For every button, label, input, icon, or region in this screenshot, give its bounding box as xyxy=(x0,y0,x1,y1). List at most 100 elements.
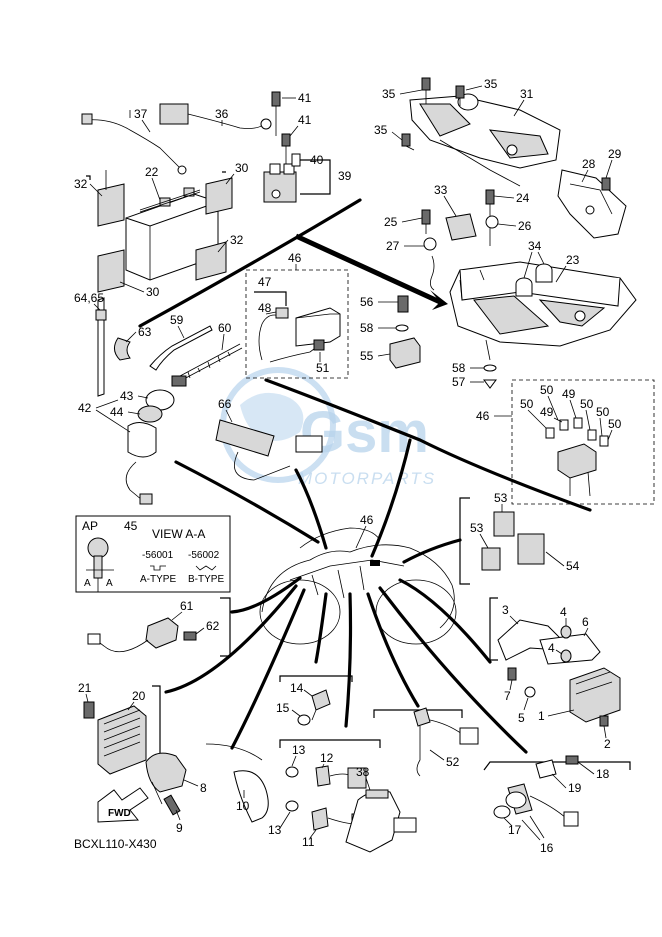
fwd-arrow-icon: FWD xyxy=(97,787,149,823)
callout-43: 43 xyxy=(120,389,134,403)
callout-21: 21 xyxy=(78,681,92,695)
battery-22 xyxy=(125,187,219,281)
callout-35-b: 35 xyxy=(484,77,498,91)
callout-30-b: 30 xyxy=(146,285,160,299)
callout-39: 39 xyxy=(338,169,352,183)
band-64 xyxy=(97,297,105,397)
callout-63: 63 xyxy=(138,325,152,339)
callout-37: 37 xyxy=(134,107,148,121)
sensors-11-12-group: 13 12 38 13 11 xyxy=(268,739,417,853)
callout-9: 9 xyxy=(176,821,183,835)
callout-64: 64,65 xyxy=(74,291,104,305)
bolt-9 xyxy=(163,794,181,816)
callout-25: 25 xyxy=(384,215,398,229)
nut-58-b xyxy=(483,364,497,372)
relay-53-a xyxy=(493,511,515,537)
callout-66: 66 xyxy=(218,397,232,411)
ecu-group: 3 4 6 4 7 5 1 2 xyxy=(489,597,621,751)
callout-50-b: 50 xyxy=(540,383,554,397)
sensor-16-group: 18 19 17 16 xyxy=(483,755,631,855)
callout-24: 24 xyxy=(516,191,530,205)
connector-66-group: 66 xyxy=(215,397,323,481)
watermark-brand: Gsm xyxy=(300,400,429,465)
collar-26 xyxy=(485,215,499,229)
view-letter-a1: A xyxy=(84,578,91,589)
callout-6: 6 xyxy=(582,615,589,629)
washer-13-a xyxy=(285,766,299,778)
coil-8 xyxy=(145,752,187,793)
callout-5: 5 xyxy=(518,711,525,725)
cap-51 xyxy=(313,339,325,351)
callout-58-a: 58 xyxy=(360,321,374,335)
sensor-52-group: 52 xyxy=(373,707,479,777)
callout-54: 54 xyxy=(566,559,580,573)
callout-13-b: 13 xyxy=(268,823,282,837)
callout-10: 10 xyxy=(236,799,250,813)
bracket-6 xyxy=(539,633,601,665)
main-switch-42 xyxy=(127,422,157,458)
callout-23: 23 xyxy=(566,253,580,267)
starter-relay-39 xyxy=(263,163,297,203)
pad-30-right xyxy=(205,177,233,215)
ecu-1 xyxy=(569,667,621,723)
bolt-25 xyxy=(421,209,431,225)
callout-48: 48 xyxy=(258,301,272,315)
plug-cap-10 xyxy=(233,770,269,823)
callout-27: 27 xyxy=(386,239,400,253)
callout-17: 17 xyxy=(508,823,522,837)
view-title: VIEW A-A xyxy=(152,527,205,541)
callout-4-a: 4 xyxy=(560,605,567,619)
callout-51: 51 xyxy=(316,361,330,375)
battery-box-group xyxy=(401,77,637,389)
callout-57: 57 xyxy=(452,375,466,389)
watermark: Gsm MOTORPARTS xyxy=(220,367,434,488)
bolt-24 xyxy=(485,189,495,205)
callout-45: 45 xyxy=(124,519,138,533)
washer-58-a xyxy=(395,324,409,332)
sensor-52 xyxy=(413,707,431,727)
switch-14-group: 14 15 xyxy=(276,675,353,726)
callout-34: 34 xyxy=(528,239,542,253)
callout-13-a: 13 xyxy=(292,743,306,757)
fuse-box-46 xyxy=(295,307,341,347)
callout-31: 31 xyxy=(520,87,534,101)
callout-40: 40 xyxy=(310,153,324,167)
callout-41-b: 41 xyxy=(298,113,312,127)
fuse-holder xyxy=(557,443,597,479)
sensor-12 xyxy=(315,765,331,787)
callout-1: 1 xyxy=(538,709,545,723)
key-view-box: AP 45 VIEW A-A A A -56001 -56002 A-TYPE … xyxy=(75,515,231,593)
callout-52: 52 xyxy=(446,755,460,769)
harness-clips-group: 64,65 63 59 60 xyxy=(74,291,243,397)
nut-44 xyxy=(137,405,163,423)
callout-42: 42 xyxy=(78,401,92,415)
battery-box-callouts: 35 35 35 31 28 29 33 24 25 26 27 34 23 5… xyxy=(374,77,622,389)
callout-50-d: 50 xyxy=(596,405,610,419)
bolt-2 xyxy=(599,715,609,727)
fuses-dashed-group: 46 50 50 49 49 50 50 50 xyxy=(476,379,655,505)
callout-18: 18 xyxy=(596,767,610,781)
fuse-49-b xyxy=(573,417,583,429)
battery-cable-37 xyxy=(85,119,181,169)
callout-4-b: 4 xyxy=(548,641,555,655)
callout-55: 55 xyxy=(360,349,374,363)
callout-56: 56 xyxy=(360,295,374,309)
callout-12: 12 xyxy=(320,751,334,765)
fuse-block-55-group: 56 58 55 xyxy=(360,295,421,369)
view-ap-label: AP xyxy=(82,519,98,533)
holder-19 xyxy=(535,759,557,779)
view-code-a: -56001 xyxy=(142,550,174,561)
key-45-icon xyxy=(86,537,114,592)
callout-47: 47 xyxy=(258,275,272,289)
fuse-block-55 xyxy=(389,337,421,369)
fuse-50-b xyxy=(587,429,597,441)
callout-35-a: 35 xyxy=(382,87,396,101)
switch-14 xyxy=(311,689,331,711)
fuse-box-dashed-group: 46 47 48 51 xyxy=(245,251,349,379)
callout-53-a: 53 xyxy=(494,491,508,505)
callout-44: 44 xyxy=(110,405,124,419)
bolt-35-c xyxy=(401,133,411,147)
callout-7: 7 xyxy=(504,689,511,703)
sensor-61 xyxy=(145,617,179,649)
connector-66 xyxy=(215,419,275,457)
